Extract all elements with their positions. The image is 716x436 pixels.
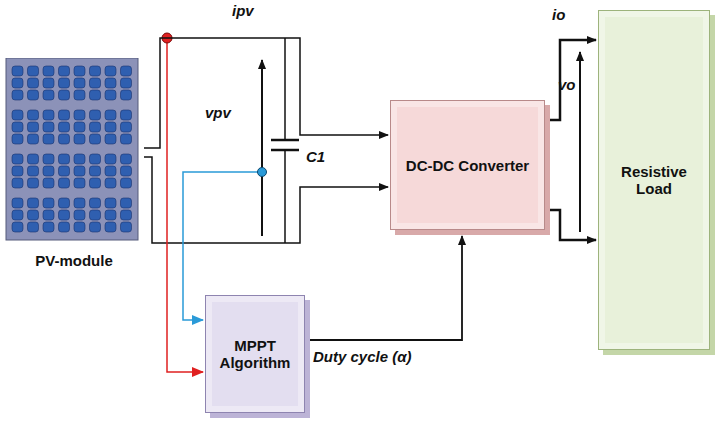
negative-wire <box>144 157 388 243</box>
signal-name: io <box>552 6 565 23</box>
capacitor-symbol <box>271 38 299 243</box>
converter-box: DC-DC Converter <box>390 100 545 230</box>
output-wire <box>545 210 596 240</box>
node-label: Resistive Load <box>606 163 702 197</box>
pv-module: PV-module <box>4 58 144 273</box>
edge-label: Duty cycle (α) <box>313 348 412 365</box>
current-sense-wire <box>167 38 203 372</box>
connector-arrow <box>305 236 462 340</box>
signal-name: ipv <box>232 2 254 19</box>
node-label: MPPT Algorithm <box>213 337 297 371</box>
voltage-arrow <box>579 52 581 232</box>
sense-dot <box>258 168 267 177</box>
load-box: Resistive Load <box>598 10 710 350</box>
controller-box: MPPT Algorithm <box>205 295 305 413</box>
voltage-arrow <box>261 60 263 236</box>
signal-name: vo <box>558 76 576 93</box>
node-label: PV-module <box>4 252 144 269</box>
signal-name: vpv <box>205 104 231 121</box>
signal-name: C1 <box>306 148 325 165</box>
connector-arrow <box>545 40 596 120</box>
node-label: DC-DC Converter <box>406 157 529 174</box>
connector-arrow <box>144 38 388 148</box>
pv-panel-icon <box>4 58 140 242</box>
